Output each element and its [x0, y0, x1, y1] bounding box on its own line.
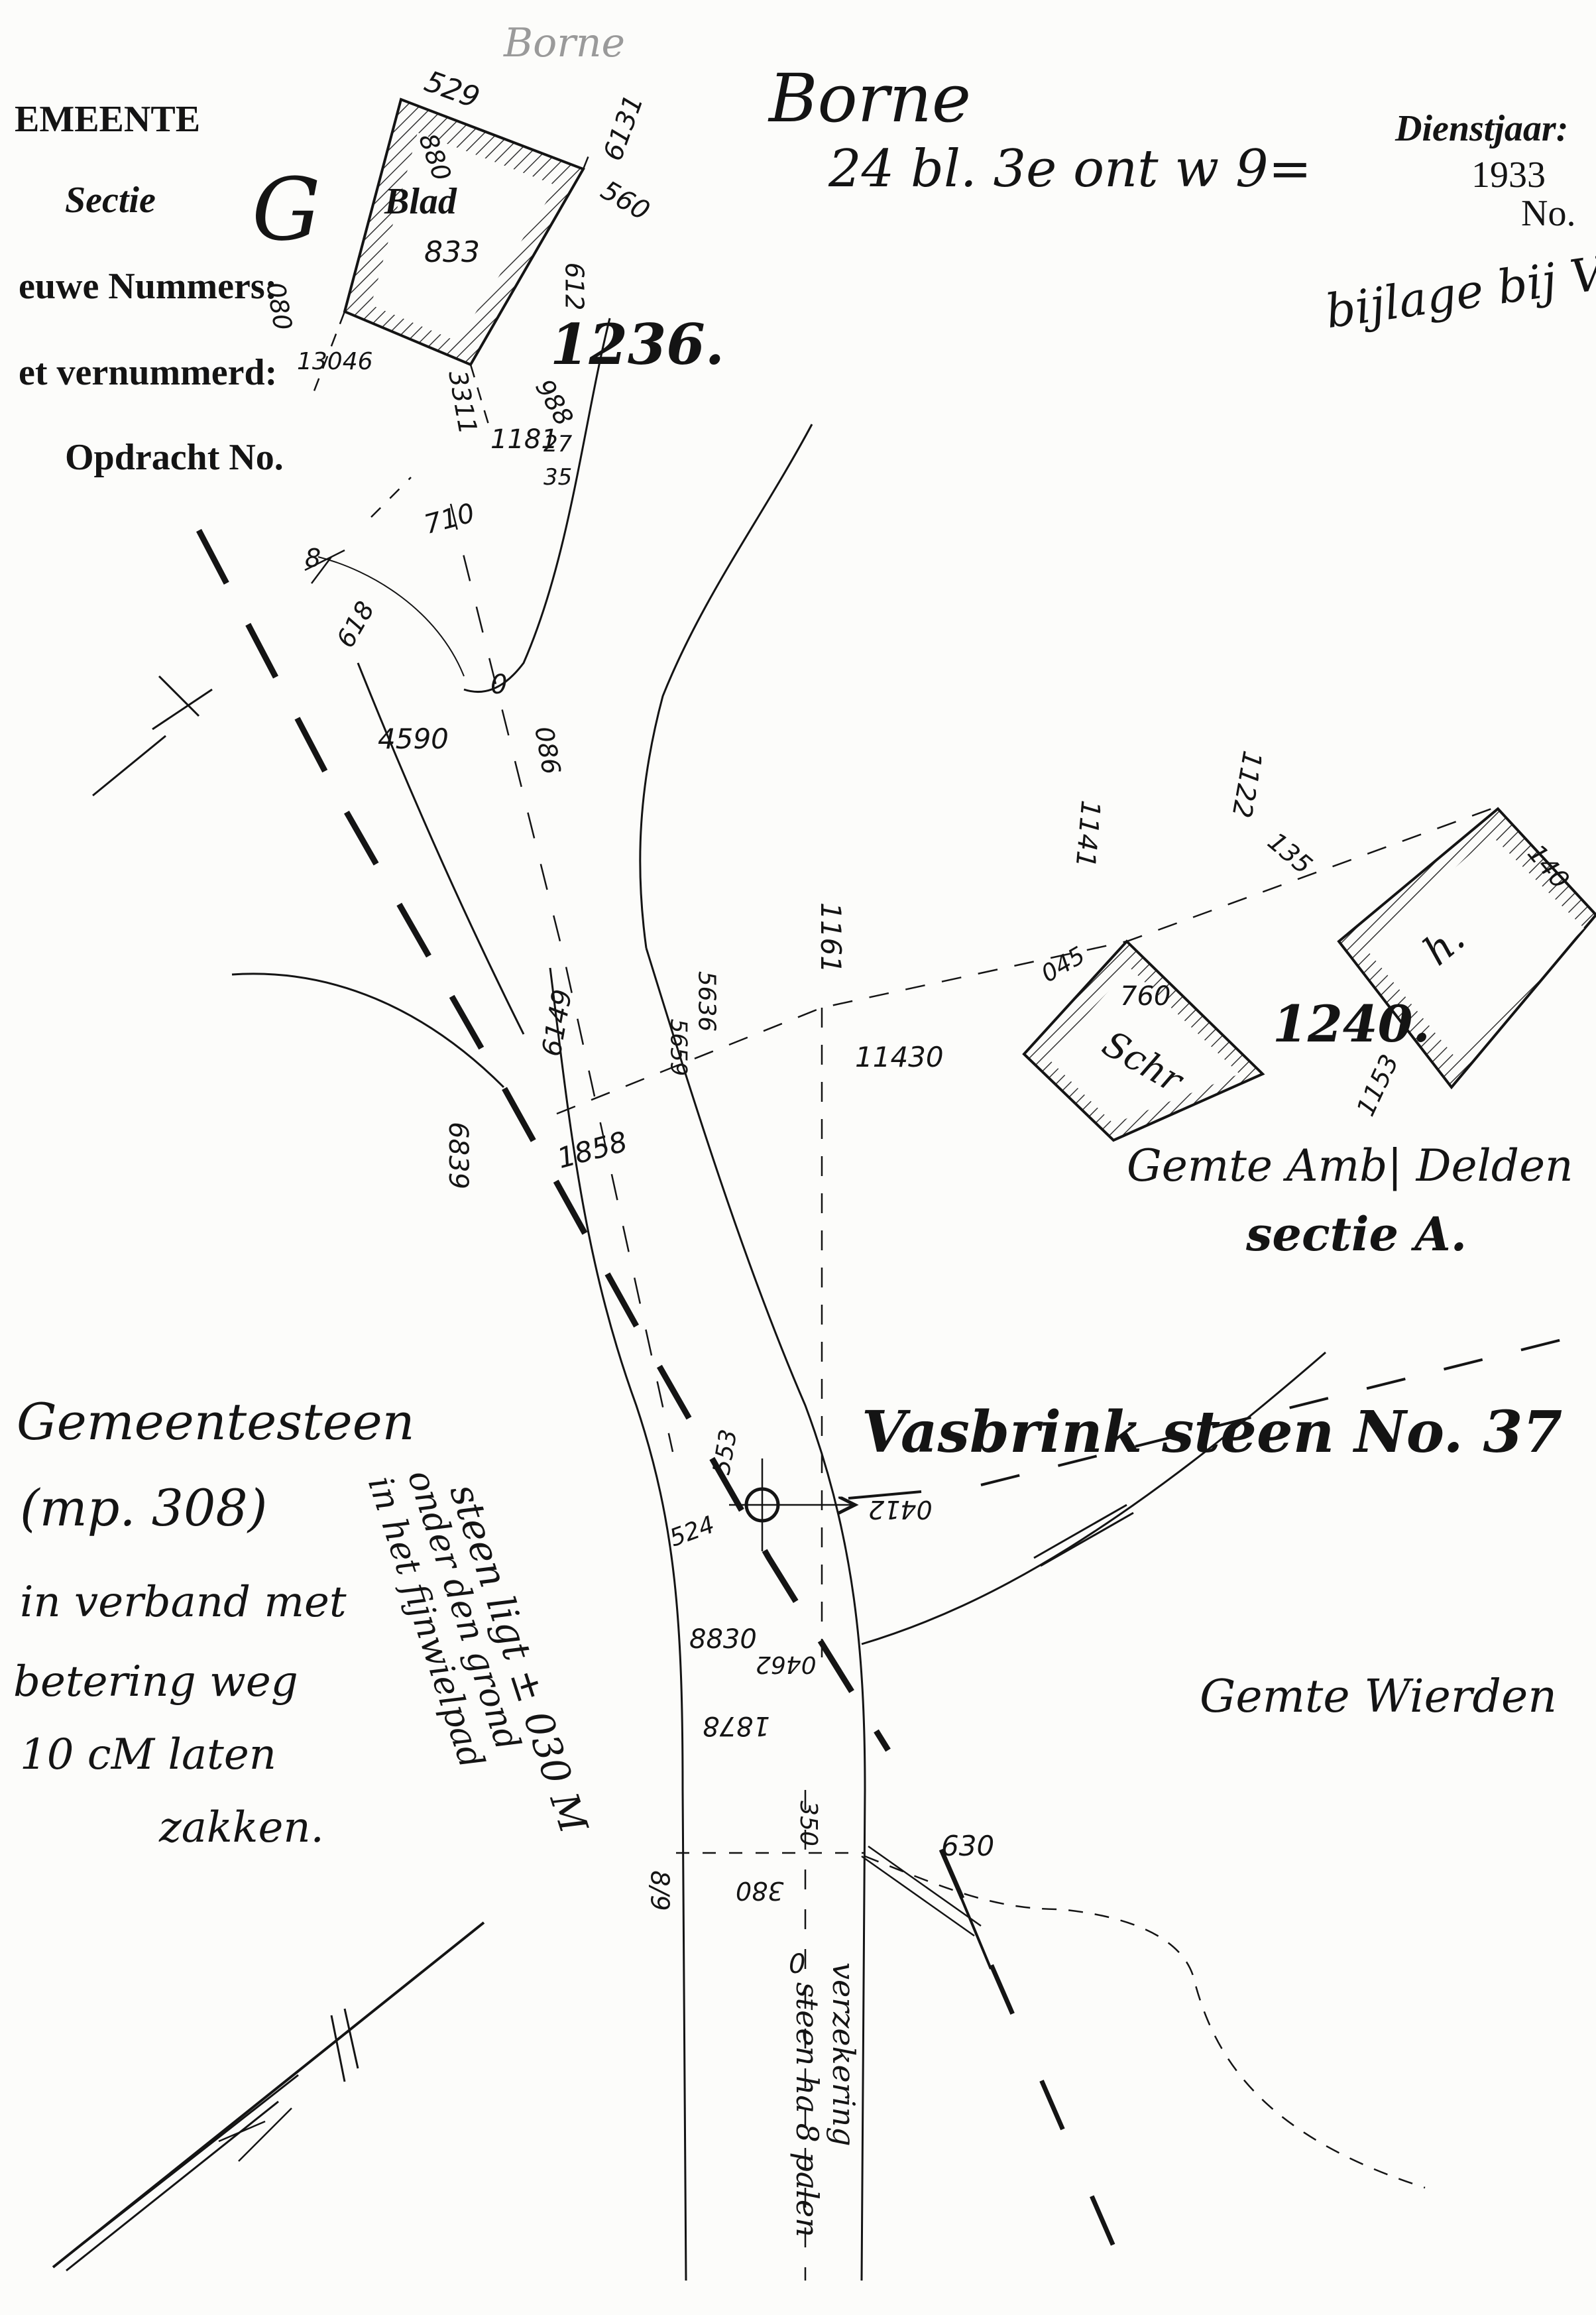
measure-0: 0 [490, 670, 508, 700]
measure-380: 380 [736, 1876, 784, 1905]
sectie-a: sectie A. [1246, 1207, 1467, 1262]
note-line-2: betering weg [13, 1657, 298, 1706]
measure-8830: 8830 [689, 1624, 757, 1655]
measure-zero-bottom: 0 [789, 1949, 806, 1980]
measure-6839: 6839 [442, 1122, 473, 1189]
place-borne: Borne [769, 60, 972, 137]
measure-1141: 1141 [1069, 799, 1106, 869]
gemeentesteen-title: Gemeentesteen [17, 1392, 415, 1451]
measure-line-east [556, 807, 1492, 1115]
measure-35: 35 [543, 464, 573, 491]
measure-1161: 1161 [814, 902, 847, 973]
road-branch-left [231, 973, 505, 1089]
boundary-thin-1 [449, 503, 674, 1453]
measure-13046: 13046 [297, 348, 373, 375]
measure-1878: 1878 [703, 1710, 770, 1741]
form-dienstjaar: Dienstjaar: [1395, 108, 1569, 149]
form-opdracht: Opdracht No. [65, 437, 284, 478]
note-line-1: in verband met [20, 1578, 347, 1627]
measure-1181: 1181 [490, 424, 558, 455]
measure-5636: 5636 [693, 971, 720, 1032]
road-branch-curve [357, 662, 525, 1035]
gemte-wierden: Gemte Wierden [1200, 1671, 1557, 1723]
measure-0462: 0462 [756, 1651, 817, 1678]
section-letter: G [252, 159, 321, 260]
measure-4590: 4590 [378, 723, 449, 755]
form-jaar: 1933 [1471, 154, 1546, 196]
path-upper-inner [463, 318, 611, 693]
form-vernummerd: et vernummerd: [19, 352, 278, 393]
lower-double-line [861, 1845, 982, 1937]
note-line-4: zakken. [159, 1803, 324, 1852]
vasbrink-double [1033, 1504, 1134, 1567]
measure-11430: 11430 [855, 1041, 944, 1073]
vasbrink-stone: Vasbrink steen No. 37 [862, 1399, 1563, 1466]
parcel-1240-number: 1240. [1273, 994, 1430, 1053]
path-upper [639, 424, 813, 949]
vasbrink-line [861, 1351, 1326, 1645]
form-nummer-label: No. [1521, 193, 1576, 234]
gemte-ambt-delden: Gemte Amb| Delden [1127, 1140, 1573, 1191]
measure-27: 27 [543, 431, 573, 457]
sheet-reference: 24 bl. 3e ont w 9= [828, 139, 1312, 199]
parcel-1236-number: 1236. [550, 312, 725, 377]
measure-8-9: 8/9 [645, 1870, 675, 1911]
road-right-edge [645, 947, 866, 2281]
road-left-edge [549, 967, 687, 2281]
measure-0412: 0412 [868, 1495, 933, 1524]
faint-arc-left [317, 556, 465, 677]
form-blad: Blad [384, 181, 457, 222]
boundary-lower-right [939, 1848, 1143, 2308]
form-sectie: Sectie [65, 180, 156, 221]
form-nieuwe-nummers: euwe Nummers: [19, 266, 278, 307]
measure-833: 833 [424, 235, 480, 269]
faint-top-text: Borne [504, 20, 626, 66]
underline-stone [848, 1490, 922, 1500]
measure-8: 8 [305, 544, 321, 573]
form-gemeente: EMEENTE [15, 99, 201, 140]
vertical-note-1: steen ha 8 palen [789, 1982, 825, 2237]
measure-5659: 5659 [665, 1018, 692, 1077]
boundary-thin-upper [370, 477, 412, 518]
measure-760: 760 [1120, 981, 1171, 1012]
boundary-right-dash [980, 1331, 1591, 1486]
mps-reference: (mp. 308) [20, 1478, 268, 1537]
boundary-main [196, 528, 891, 1752]
vertical-note-2: verzekering [826, 1962, 862, 2147]
measure-350: 350 [794, 1801, 822, 1846]
boundary-lower-curve [864, 1855, 1426, 2189]
note-line-3: 10 cM laten [20, 1730, 276, 1779]
measure-630: 630 [941, 1830, 995, 1862]
measure-612: 612 [559, 262, 589, 311]
